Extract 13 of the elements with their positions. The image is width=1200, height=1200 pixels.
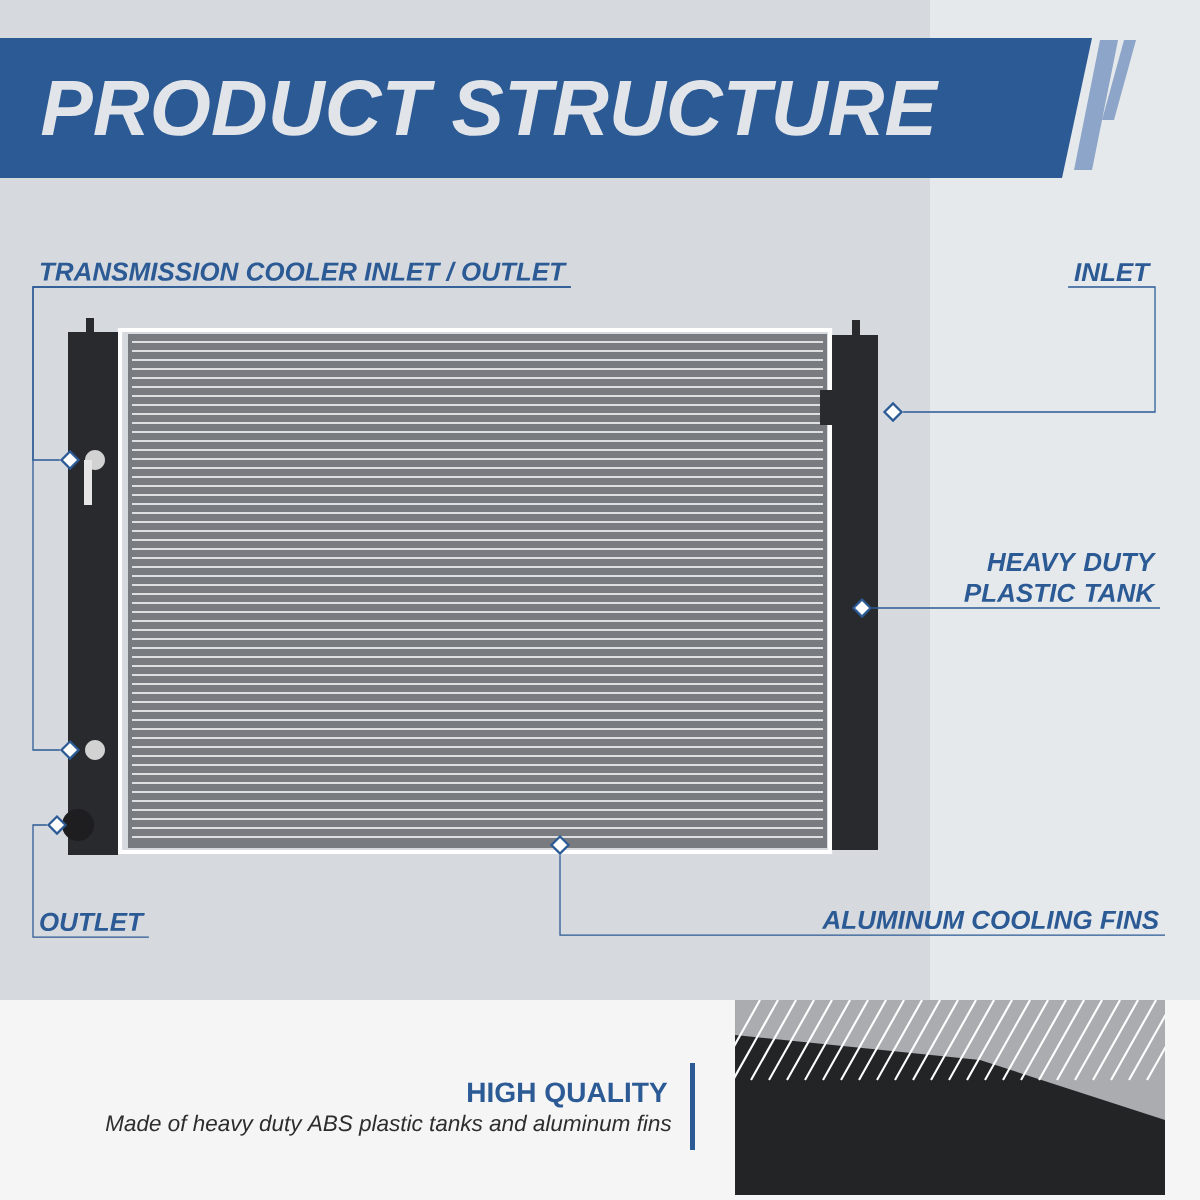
description: Made of heavy duty ABS plastic tanks and aluminum fins bbox=[105, 1114, 672, 1136]
callout-label: OUTLET bbox=[40, 912, 145, 932]
leader-line bbox=[32, 286, 572, 751]
leader-line bbox=[902, 286, 1156, 413]
heading: HIGH QUALITY bbox=[468, 1082, 668, 1108]
leader-line bbox=[871, 607, 1161, 609]
title-banner: PRODUCT STRUCTURE bbox=[0, 38, 1092, 178]
leader-line bbox=[32, 824, 150, 938]
callout-label: TRANSMISSION COOLER INLET / OUTLET bbox=[40, 261, 567, 282]
leader-line bbox=[559, 854, 1166, 936]
callout-label: ALUMINUM COOLING FINS bbox=[821, 910, 1159, 930]
callout-label: HEAVY DUTY PLASTIC TANK bbox=[964, 553, 1157, 603]
callout-label: INLET bbox=[1074, 263, 1151, 282]
